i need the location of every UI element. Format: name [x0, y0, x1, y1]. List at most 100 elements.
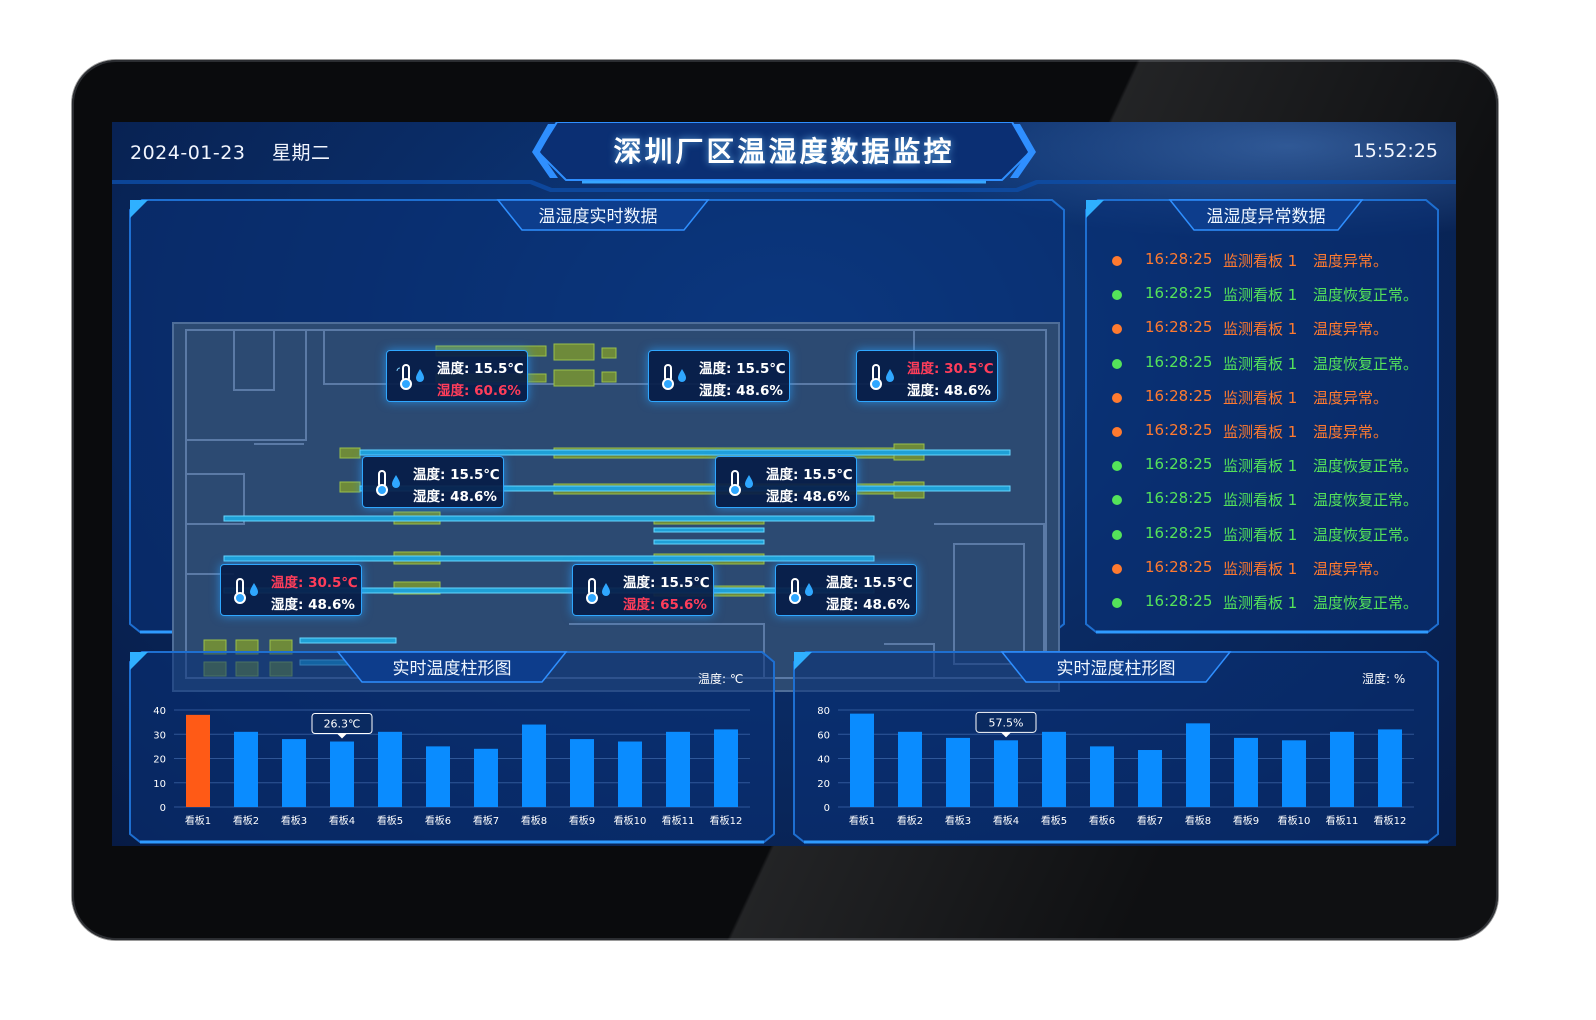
bar[interactable] [570, 739, 594, 807]
alarm-message: 温度异常。 [1313, 559, 1389, 578]
bar[interactable] [1330, 731, 1354, 807]
x-tick-label: 看板1 [185, 814, 211, 827]
bar[interactable] [330, 741, 354, 807]
alarm-panel-name: 监测看板 1 [1223, 594, 1298, 612]
dashboard-screen: 2024-01-23 星期二 深圳厂区温湿度数据监控 15:52:25 温湿度实… [112, 122, 1456, 846]
sensor-hum: 湿度: 48.6% [413, 489, 497, 505]
status-dot-icon [1112, 392, 1122, 403]
temp-value: 30.5℃ [308, 575, 358, 591]
x-tick-label: 看板12 [1374, 814, 1407, 827]
x-tick-label: 看板12 [710, 814, 743, 827]
bar[interactable] [994, 740, 1018, 807]
realtime-panel: 温湿度实时数据 [128, 198, 1066, 692]
bar[interactable] [522, 724, 546, 807]
x-tick-label: 看板4 [329, 814, 355, 827]
alarm-time: 16:28:25 [1145, 250, 1213, 268]
bar[interactable] [1378, 729, 1402, 807]
hum-value: 48.6% [863, 597, 910, 613]
bar[interactable] [1138, 750, 1162, 807]
sensor-hum: 湿度: 48.6% [271, 597, 355, 613]
alarm-time: 16:28:25 [1145, 592, 1213, 610]
bar[interactable] [898, 731, 922, 807]
alarm-time: 16:28:25 [1145, 421, 1213, 439]
alarm-time: 16:28:25 [1145, 284, 1213, 303]
hum-chart-title: 实时湿度柱形图 [1056, 659, 1176, 679]
sensor-card[interactable]: 温度: 15.5℃ 湿度: 48.6% [648, 350, 790, 402]
sensor-card[interactable]: 温度: 15.5℃ 湿度: 65.6% [572, 564, 714, 616]
bar[interactable] [1282, 740, 1306, 807]
bar[interactable] [1090, 746, 1114, 807]
alarm-time: 16:28:25 [1145, 557, 1213, 576]
sensor-card[interactable]: 温度: 15.5℃ 湿度: 48.6% [775, 564, 917, 616]
sensor-temp: 温度: 30.5℃ [271, 575, 358, 591]
sensor-card[interactable]: 温度: 15.5℃ 湿度: 48.6% [362, 456, 504, 508]
alarm-message: 温度异常。 [1313, 423, 1389, 441]
bar[interactable] [666, 731, 690, 807]
bar[interactable] [1186, 723, 1210, 807]
x-tick-label: 看板5 [377, 814, 403, 827]
bar[interactable] [282, 739, 306, 807]
bar[interactable] [378, 731, 402, 807]
bar[interactable] [186, 714, 210, 807]
bar[interactable] [618, 741, 642, 807]
bar[interactable] [946, 737, 970, 807]
alarm-panel-name: 监测看板 1 [1223, 354, 1298, 373]
temp-value: 15.5℃ [450, 467, 500, 483]
hum-value: 65.6% [660, 597, 707, 613]
sensor-temp: 温度: 30.5℃ [907, 361, 994, 377]
y-tick-label: 40 [817, 755, 830, 766]
x-tick-label: 看板3 [945, 814, 971, 827]
temp-value: 30.5℃ [944, 361, 994, 377]
x-tick-label: 看板11 [662, 814, 695, 827]
temp-value: 15.5℃ [863, 575, 913, 591]
sensor-temp: 温度: 15.5℃ [699, 361, 786, 377]
sensor-hum: 湿度: 48.6% [766, 489, 850, 505]
temp-value: 15.5℃ [736, 361, 786, 377]
x-tick-label: 看板10 [614, 814, 647, 827]
x-tick-label: 看板9 [569, 814, 595, 827]
tooltip-label: 57.5% [989, 716, 1024, 729]
hum-value: 48.6% [944, 383, 991, 399]
alarm-panel-name: 监测看板 1 [1223, 388, 1298, 407]
sensor-card[interactable]: 温度: 15.5℃ 湿度: 48.6% [715, 456, 857, 508]
alarm-time: 16:28:25 [1145, 489, 1213, 508]
temp-value: 15.5℃ [660, 575, 710, 591]
header-frame [112, 122, 1456, 192]
hum-value: 48.6% [803, 489, 850, 505]
bar[interactable] [1042, 731, 1066, 807]
status-dot-icon [1112, 563, 1122, 574]
alarm-message: 温度恢复正常。 [1313, 286, 1419, 305]
alarm-message: 温度恢复正常。 [1313, 594, 1419, 612]
bar[interactable] [474, 748, 498, 807]
sensor-card[interactable]: 温度: 15.5℃ 湿度: 60.6% [386, 350, 528, 402]
alarm-panel-name: 监测看板 1 [1223, 525, 1298, 544]
bar[interactable] [850, 713, 874, 807]
alarm-time: 16:28:25 [1145, 318, 1213, 337]
x-tick-label: 看板6 [425, 814, 451, 827]
header-date: 2024-01-23 星期二 [130, 138, 330, 165]
tooltip-label: 26.3℃ [324, 718, 361, 731]
date-text: 2024-01-23 [130, 142, 246, 164]
alarm-panel-name: 监测看板 1 [1223, 559, 1298, 578]
alarm-time: 16:28:25 [1145, 386, 1213, 405]
bar[interactable] [426, 746, 450, 807]
x-tick-label: 看板2 [897, 814, 923, 827]
alarm-time: 16:28:25 [1145, 455, 1213, 474]
alarm-message: 温度恢复正常。 [1313, 525, 1419, 544]
sensor-temp: 温度: 15.5℃ [623, 575, 710, 591]
sensor-card[interactable]: 温度: 30.5℃ 湿度: 48.6% [856, 350, 998, 402]
bar[interactable] [714, 729, 738, 807]
status-dot-icon [1112, 529, 1122, 540]
y-tick-label: 60 [817, 730, 830, 741]
y-tick-label: 40 [153, 706, 166, 717]
alarm-message: 温度恢复正常。 [1313, 354, 1419, 373]
bar[interactable] [234, 731, 258, 807]
status-dot-icon [1112, 358, 1122, 369]
x-tick-label: 看板2 [233, 814, 259, 827]
bar[interactable] [1234, 737, 1258, 807]
sensor-card[interactable]: 温度: 30.5℃ 湿度: 48.6% [220, 564, 362, 616]
alarm-panel-name: 监测看板 1 [1223, 491, 1298, 510]
sensor-hum: 湿度: 48.6% [907, 383, 991, 399]
thermometer-humidity-icon [396, 364, 424, 390]
status-dot-icon [1112, 324, 1122, 335]
